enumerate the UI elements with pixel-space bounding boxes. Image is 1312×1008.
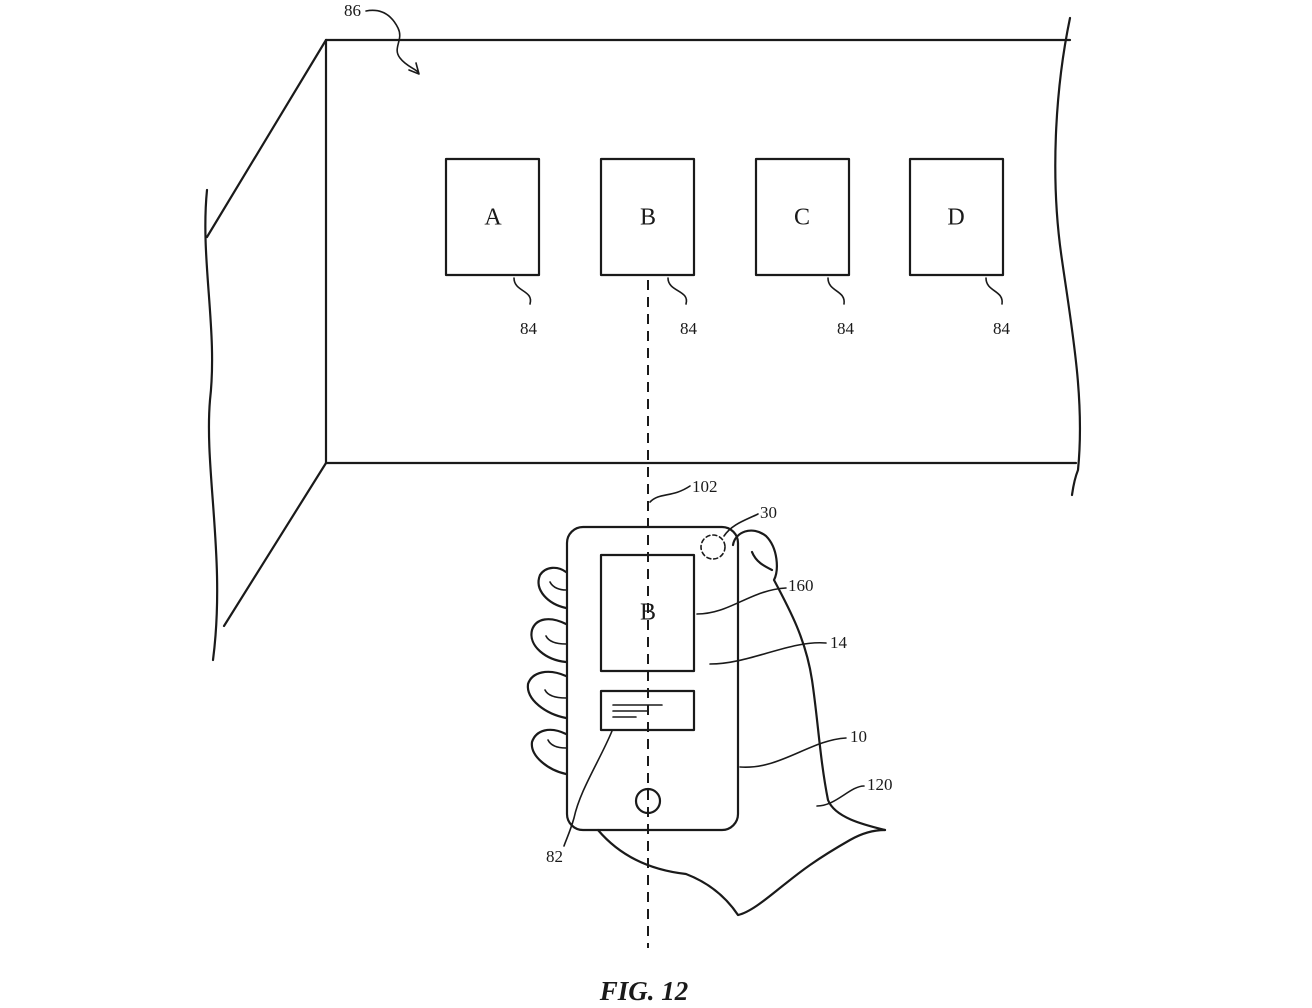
figure-caption: FIG. 12 — [599, 976, 689, 1006]
svg-text:82: 82 — [546, 847, 563, 866]
box-d: D 84 — [908, 157, 1011, 338]
svg-text:86: 86 — [344, 1, 361, 20]
svg-text:A: A — [484, 205, 502, 231]
svg-text:D: D — [947, 205, 964, 231]
device: B — [565, 525, 740, 832]
box-c: C 84 — [754, 157, 855, 338]
svg-text:84: 84 — [993, 319, 1011, 338]
svg-text:30: 30 — [760, 503, 777, 522]
svg-text:102: 102 — [692, 477, 718, 496]
device-ref-labels: 30 160 14 10 120 82 — [546, 503, 893, 866]
svg-text:14: 14 — [830, 633, 848, 652]
svg-text:84: 84 — [837, 319, 855, 338]
sight-line: 102 — [647, 280, 718, 948]
svg-text:10: 10 — [850, 727, 867, 746]
box-b: B 84 — [599, 157, 698, 338]
wall-ref-label: 86 — [344, 1, 420, 75]
svg-text:B: B — [640, 205, 656, 231]
svg-text:B: B — [640, 600, 656, 626]
svg-text:84: 84 — [680, 319, 698, 338]
camera-icon — [700, 534, 726, 560]
svg-text:84: 84 — [520, 319, 538, 338]
hand — [526, 529, 887, 917]
home-button-icon — [634, 787, 662, 815]
info-panel — [599, 689, 696, 732]
svg-text:120: 120 — [867, 775, 893, 794]
box-a: A 84 — [444, 157, 541, 338]
svg-text:C: C — [794, 205, 810, 231]
wall — [204, 16, 1082, 662]
svg-text:160: 160 — [788, 576, 814, 595]
screen-box-b — [599, 553, 696, 673]
